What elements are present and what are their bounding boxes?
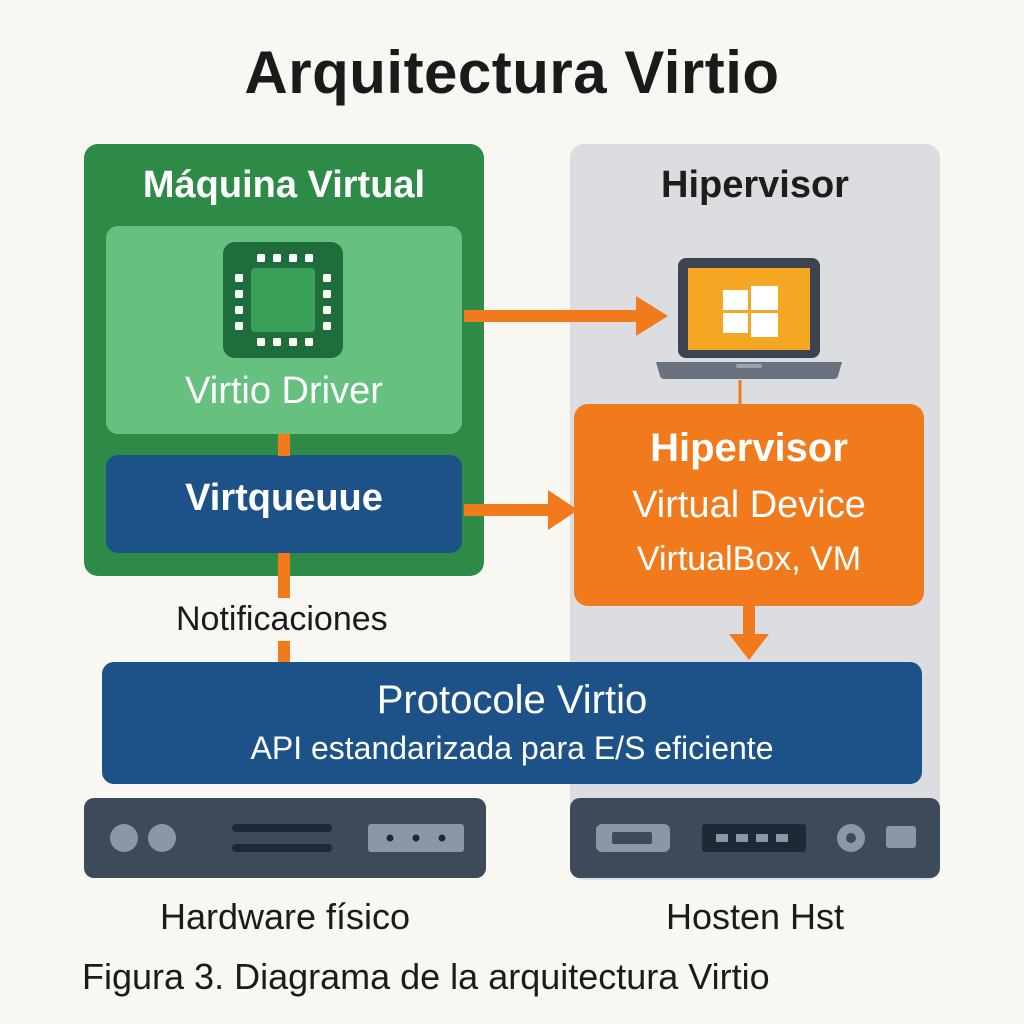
virtio-driver-label: Virtio Driver	[185, 370, 383, 412]
notifications-label: Notificaciones	[176, 600, 388, 638]
hypervisor-virtual-device-box	[574, 404, 924, 606]
virtqueue-label: Virtqueuue	[185, 477, 383, 519]
cpu-chip-icon	[223, 242, 343, 358]
virtual-device-examples: VirtualBox, VM	[636, 540, 862, 578]
virtual-device-label: Virtual Device	[632, 484, 866, 526]
protocol-title: Protocole Virtio	[376, 678, 648, 722]
protocol-box	[102, 662, 922, 784]
virtual-device-heading: Hipervisor	[650, 426, 848, 470]
host-label: Hosten Hst	[665, 896, 845, 937]
virtual-machine-title: Máquina Virtual	[142, 164, 426, 206]
physical-hardware-label: Hardware físico	[159, 896, 411, 937]
diagram-title: Arquitectura Virtio	[244, 39, 780, 106]
virtqueue-box	[106, 455, 462, 553]
hypervisor-title: Hipervisor	[661, 164, 849, 206]
host-server-icon	[570, 798, 940, 878]
figure-caption: Figura 3. Diagrama de la arquitectura Vi…	[82, 956, 770, 997]
protocol-subtitle: API estandarizada para E/S eficiente	[250, 730, 774, 766]
laptop-windows-icon	[656, 258, 842, 379]
physical-hardware-server-icon	[84, 798, 486, 878]
